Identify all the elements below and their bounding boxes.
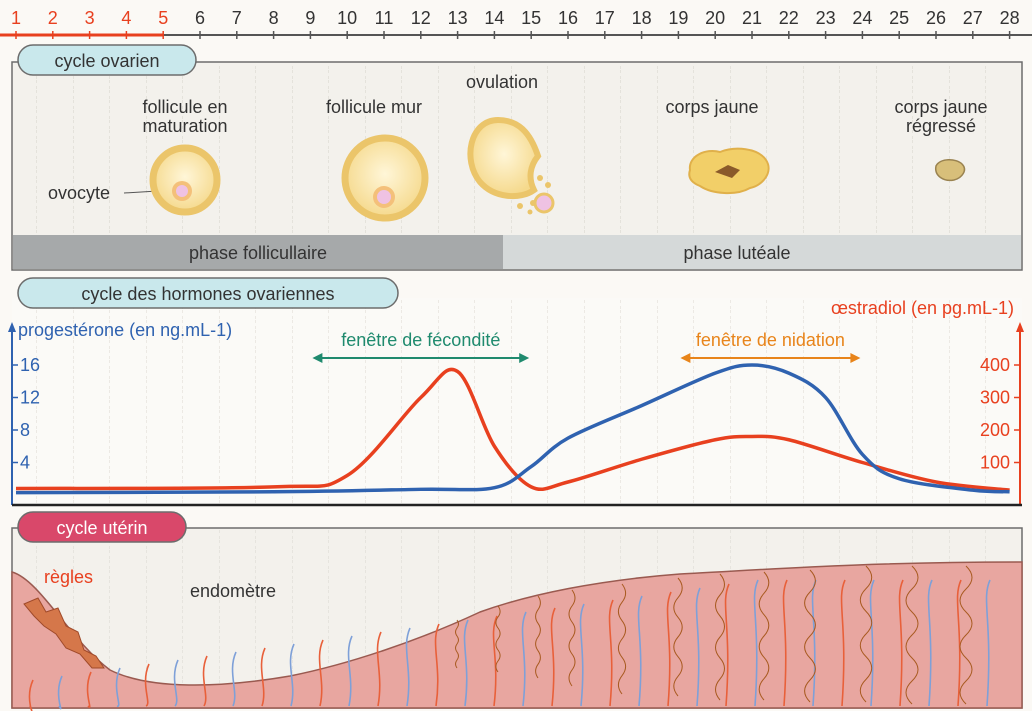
day-label: 13	[448, 8, 468, 28]
day-label: 6	[195, 8, 205, 28]
estradiol-tick-label: 300	[980, 388, 1010, 408]
nidation-window: fenêtre de nidation	[680, 330, 860, 363]
stage-label-regressed-line2: régressé	[906, 116, 976, 136]
day-label: 19	[668, 8, 688, 28]
day-label: 16	[558, 8, 578, 28]
estradiol-tick-label: 100	[980, 453, 1010, 473]
day-label: 22	[779, 8, 799, 28]
day-label: 8	[269, 8, 279, 28]
endometrium-label: endomètre	[190, 581, 276, 601]
day-label: 11	[375, 8, 394, 28]
progesterone-tick-label: 12	[20, 388, 40, 408]
day-label: 12	[411, 8, 431, 28]
estradiol-tick-label: 400	[980, 355, 1010, 375]
day-label: 20	[705, 8, 725, 28]
progesterone-tick-label: 8	[20, 420, 30, 440]
day-label: 17	[595, 8, 615, 28]
day-label: 25	[889, 8, 909, 28]
progesterone-axis-label: progestérone (en ng.mL-1)	[18, 320, 232, 340]
day-label: 27	[963, 8, 983, 28]
day-label: 18	[632, 8, 652, 28]
day-label: 5	[158, 8, 168, 28]
progesterone-tick-label: 16	[20, 355, 40, 375]
menses-label: règles	[44, 567, 93, 587]
day-label: 28	[1000, 8, 1020, 28]
nidation-window-label: fenêtre de nidation	[696, 330, 845, 350]
stage-label-corpus: corps jaune	[665, 97, 758, 117]
uterine-section: cycle utérin règles endomètre	[12, 512, 1022, 711]
phase-follicular-label: phase follicullaire	[189, 243, 327, 263]
ovarian-section: phase follicullaire phase lutéale cycle …	[12, 45, 1022, 270]
day-label: 3	[85, 8, 95, 28]
day-label: 9	[305, 8, 315, 28]
ovarian-title: cycle ovarien	[54, 51, 159, 71]
follicle-maturing-illustration	[153, 148, 217, 212]
phase-luteal-label: phase lutéale	[683, 243, 790, 263]
progesterone-tick-label: 4	[20, 453, 30, 473]
stage-label-maturing-line2: maturation	[142, 116, 227, 136]
day-label: 1	[11, 8, 21, 28]
stage-label-ovulation: ovulation	[466, 72, 538, 92]
day-label: 10	[337, 8, 357, 28]
stage-label-mature: follicule mur	[326, 97, 422, 117]
uterine-title: cycle utérin	[56, 518, 147, 538]
day-label: 2	[48, 8, 58, 28]
day-label: 4	[121, 8, 131, 28]
hormone-section: cycle des hormones ovariennes progestéro…	[8, 278, 1024, 506]
stage-label-maturing-line1: follicule en	[142, 97, 227, 117]
follicle-mature-illustration	[345, 138, 425, 218]
day-label: 26	[926, 8, 946, 28]
fertility-window: fenêtre de fécondité	[312, 330, 529, 363]
stage-label-regressed-line1: corps jaune	[894, 97, 987, 117]
estradiol-axis-label: œstradiol (en pg.mL-1)	[831, 298, 1014, 318]
corpus-luteum-illustration	[689, 149, 768, 193]
oocyte-label: ovocyte	[48, 183, 110, 203]
hormone-title: cycle des hormones ovariennes	[81, 284, 334, 304]
day-label: 7	[232, 8, 242, 28]
day-label: 23	[816, 8, 836, 28]
regressed-corpus-illustration	[936, 160, 965, 181]
day-label: 21	[742, 8, 762, 28]
fertility-window-label: fenêtre de fécondité	[341, 330, 500, 350]
estradiol-tick-label: 200	[980, 420, 1010, 440]
day-label: 24	[852, 8, 872, 28]
day-label: 14	[484, 8, 504, 28]
day-label: 15	[521, 8, 541, 28]
